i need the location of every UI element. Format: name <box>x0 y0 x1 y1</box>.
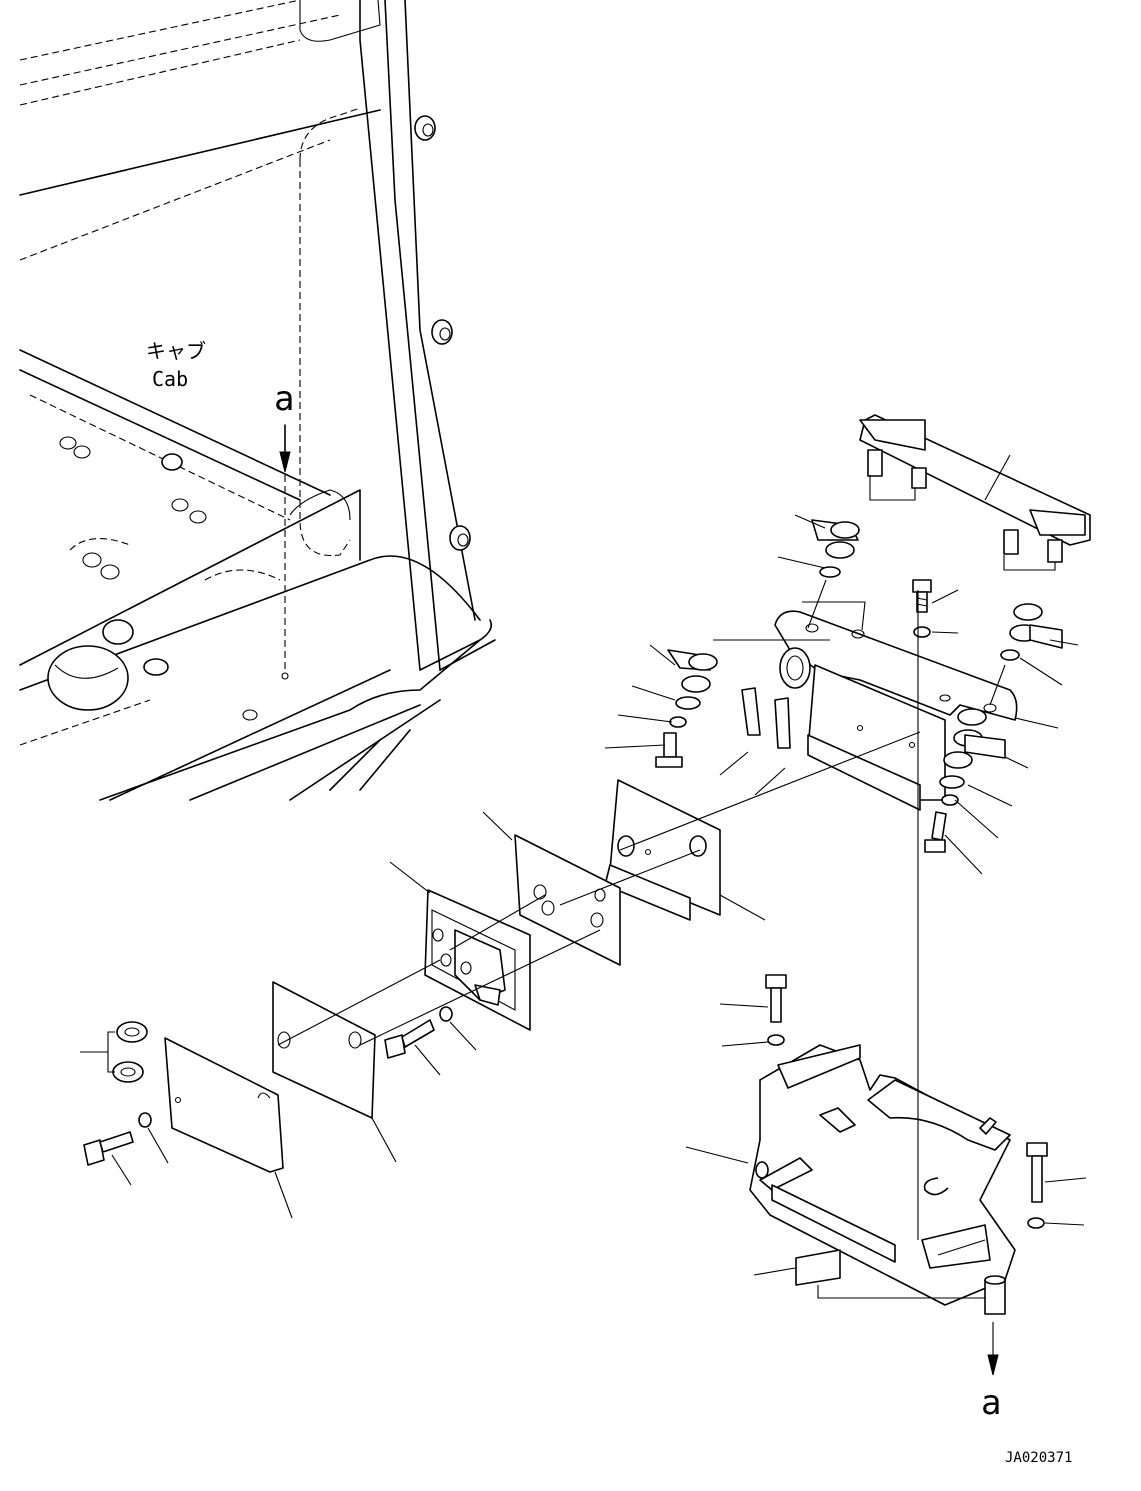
bolt-upper <box>912 579 932 638</box>
leader-lines <box>111 454 1087 1276</box>
cab-label-en: Cab <box>152 367 188 391</box>
base-plate <box>749 1044 1016 1315</box>
left-stack-hardware <box>655 649 718 768</box>
reference-arrow-bottom-icon <box>987 1322 999 1376</box>
main-bracket <box>774 610 1018 811</box>
clips <box>741 687 791 749</box>
cab-label-jp: キャブ <box>146 339 206 363</box>
reference-label-bottom: a <box>981 1383 1001 1423</box>
top-rail <box>859 414 1091 563</box>
drawing-code: JA020371 <box>1005 1450 1072 1466</box>
mount-cushions-right <box>1000 603 1063 661</box>
controller-unit <box>424 889 531 1031</box>
reference-label-top: a <box>274 379 294 419</box>
controller-plate-back <box>604 779 721 921</box>
right-stack-hardware <box>924 708 1006 853</box>
bolt-base-right <box>1026 1142 1048 1229</box>
front-cover <box>164 1037 284 1173</box>
bolt-middle <box>384 1006 453 1059</box>
reference-arrow-top-icon <box>279 424 291 680</box>
grommets <box>80 1021 148 1083</box>
mount-cushions-left <box>811 519 860 578</box>
cab-structure <box>19 0 496 801</box>
bolt-base-left <box>765 974 787 1046</box>
bolt-front-left <box>83 1112 152 1166</box>
assembly-lines <box>277 475 1056 1240</box>
